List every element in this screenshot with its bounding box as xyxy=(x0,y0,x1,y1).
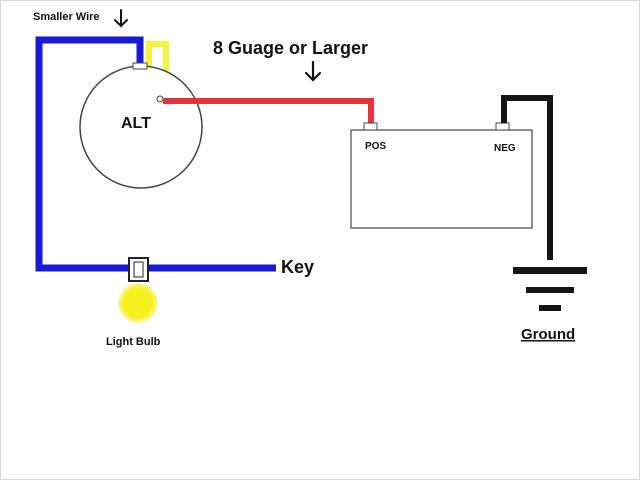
smaller-wire-arrow-icon xyxy=(114,9,128,28)
ground-symbol-line-1 xyxy=(513,267,587,274)
key-label: Key xyxy=(281,257,314,277)
ground-symbol-line-3 xyxy=(539,305,561,311)
ground-label: Ground xyxy=(521,326,575,343)
ground-symbol-line-2 xyxy=(526,287,574,293)
bulb-socket-inner xyxy=(133,261,144,278)
gauge-label: 8 Guage or Larger xyxy=(213,38,368,58)
battery-pos-label: POS xyxy=(365,141,386,152)
blue-wire xyxy=(35,36,276,272)
smaller-wire-label: Smaller Wire xyxy=(33,11,100,23)
light-bulb-label: Light Bulb xyxy=(106,336,161,348)
battery-pos-terminal xyxy=(363,122,378,131)
alternator-label: ALT xyxy=(121,115,151,132)
battery-neg-label: NEG xyxy=(494,143,516,154)
gauge-arrow-icon xyxy=(304,60,322,82)
alternator-top-terminal xyxy=(132,62,148,70)
alternator-output-terminal xyxy=(156,95,164,103)
ground-wire xyxy=(501,95,553,260)
red-wire xyxy=(163,98,374,125)
battery-body xyxy=(350,129,533,229)
light-bulb xyxy=(118,283,158,323)
battery-neg-terminal xyxy=(495,122,510,131)
